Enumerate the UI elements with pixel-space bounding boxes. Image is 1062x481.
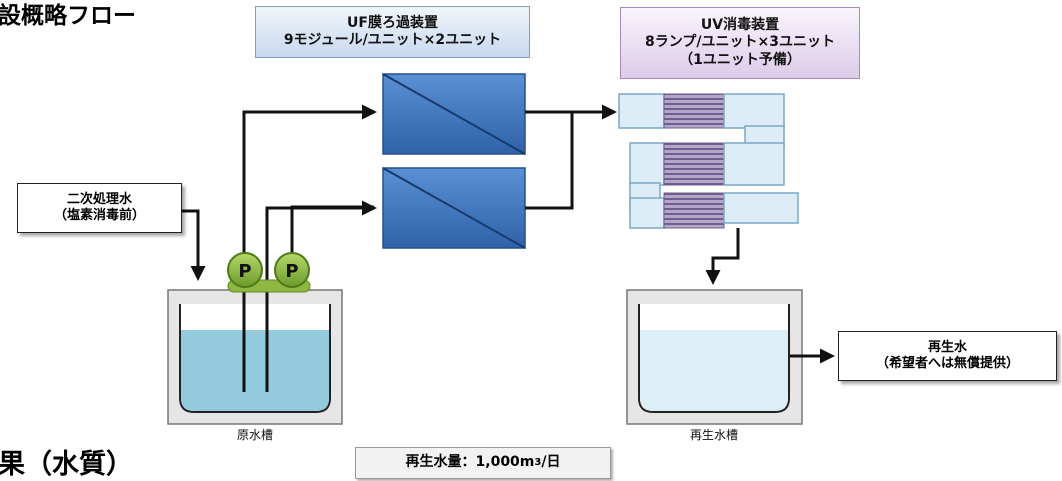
uv-device-note: （1ユニット予備） bbox=[679, 51, 801, 68]
uv-to-tank-arrow bbox=[705, 228, 740, 285]
reclaimed-water-fill bbox=[640, 330, 788, 411]
outlet-label-line2: （希望者へは無償提供） bbox=[875, 356, 1019, 371]
section-heading-flow: 設概略フロー bbox=[0, 3, 136, 29]
volume-text: 再生水量：1,000m bbox=[405, 454, 535, 471]
inlet-label-line1: 二次処理水 bbox=[66, 191, 132, 207]
raw-water-tank bbox=[167, 289, 343, 425]
pump-2-label: P bbox=[285, 261, 298, 282]
uf-device-title: UF膜ろ過装置 bbox=[347, 14, 438, 31]
uv-device-spec: 8ランプ/ユニット×3ユニット bbox=[645, 34, 835, 51]
uv-disinfection-unit bbox=[618, 93, 799, 229]
pump-1-label: P bbox=[238, 261, 251, 282]
outlet-label-box: 再生水 （希望者へは無償提供） bbox=[838, 331, 1057, 381]
pump-1: P bbox=[227, 252, 263, 288]
raw-water-fill bbox=[181, 330, 329, 411]
raw-tank-label: 原水槽 bbox=[236, 428, 273, 442]
pump-2: P bbox=[274, 252, 310, 288]
section-heading-results: 果（水質） bbox=[0, 449, 133, 480]
pump1-pipe bbox=[242, 104, 377, 392]
uf-module-1 bbox=[382, 73, 526, 155]
reclaimed-tank-label: 再生水槽 bbox=[689, 428, 738, 442]
uf-module-2 bbox=[382, 167, 526, 249]
uv-device-title: UV消毒装置 bbox=[700, 16, 780, 33]
volume-exponent: 3 bbox=[534, 456, 542, 468]
outlet-label-line1: 再生水 bbox=[927, 339, 967, 355]
volume-unit: /日 bbox=[541, 454, 561, 471]
uf-device-spec: 9モジュール/ユニット×2ユニット bbox=[283, 32, 502, 48]
reclaimed-water-tank bbox=[626, 289, 803, 425]
uf-outlet-line-2 bbox=[525, 112, 574, 210]
inlet-label-line2: （塩素消毒前） bbox=[53, 208, 145, 223]
uv-device-title-box: UV消毒装置 8ランプ/ユニット×3ユニット （1ユニット予備） bbox=[620, 7, 860, 79]
inlet-label-box: 二次処理水 （塩素消毒前） bbox=[17, 183, 182, 233]
inlet-flow-line bbox=[182, 209, 206, 281]
uf-device-title-box: UF膜ろ過装置 9モジュール/ユニット×2ユニット bbox=[255, 6, 530, 58]
pump2-discharge-arrow bbox=[290, 200, 377, 264]
